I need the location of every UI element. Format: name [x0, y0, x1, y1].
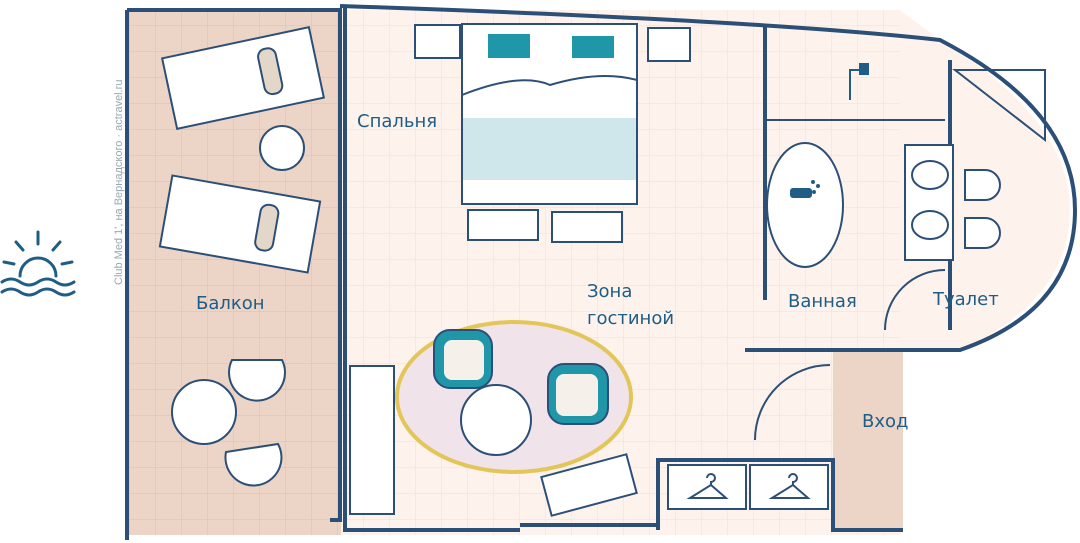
- sun-lounger: [160, 26, 326, 130]
- inner-left-wall: [343, 6, 520, 532]
- bench: [551, 211, 623, 243]
- entrance-floor: [833, 350, 903, 530]
- armchair: [433, 329, 493, 389]
- outer-wall: [339, 4, 1078, 352]
- bedroom-label: Спальня: [357, 111, 437, 132]
- bathtub-icon: [790, 180, 820, 198]
- sun-icon: [0, 230, 76, 297]
- balcony-table: [171, 379, 237, 445]
- nightstand: [647, 27, 691, 62]
- nightstand: [414, 24, 461, 59]
- shower-icon: [849, 63, 869, 100]
- tv-console: [349, 365, 395, 515]
- balcony-outline: [127, 8, 342, 522]
- entrance-door-arc: [754, 364, 831, 441]
- hanger-icon: [686, 473, 729, 499]
- desk: [540, 453, 638, 517]
- bench: [467, 209, 539, 241]
- watermark: Club Med 1', на Вернадского · actravel.r…: [113, 80, 125, 285]
- balcony-chair: [224, 442, 283, 487]
- toilet-corner: [952, 69, 1046, 143]
- living-label-line1: Зона: [587, 281, 632, 302]
- sink: [911, 210, 949, 240]
- balcony-chair: [228, 359, 286, 402]
- balcony-label: Балкон: [196, 293, 265, 314]
- sun-lounger: [158, 174, 322, 274]
- closet-wall: [656, 458, 903, 532]
- bathroom-label: Ванная: [788, 291, 857, 312]
- bidet: [964, 217, 1001, 249]
- toilet-label: Туалет: [932, 289, 999, 310]
- armchair: [547, 363, 609, 425]
- sink: [911, 160, 949, 190]
- bathtub: [766, 142, 844, 268]
- entrance-label: Вход: [862, 411, 908, 432]
- side-table: [259, 125, 305, 171]
- toilet-door-arc: [884, 269, 946, 331]
- bed: [461, 23, 638, 205]
- hanger-icon: [768, 473, 811, 499]
- living-label-line2: гостиной: [587, 308, 674, 329]
- toilet-bowl: [964, 169, 1001, 201]
- coffee-table: [460, 384, 532, 456]
